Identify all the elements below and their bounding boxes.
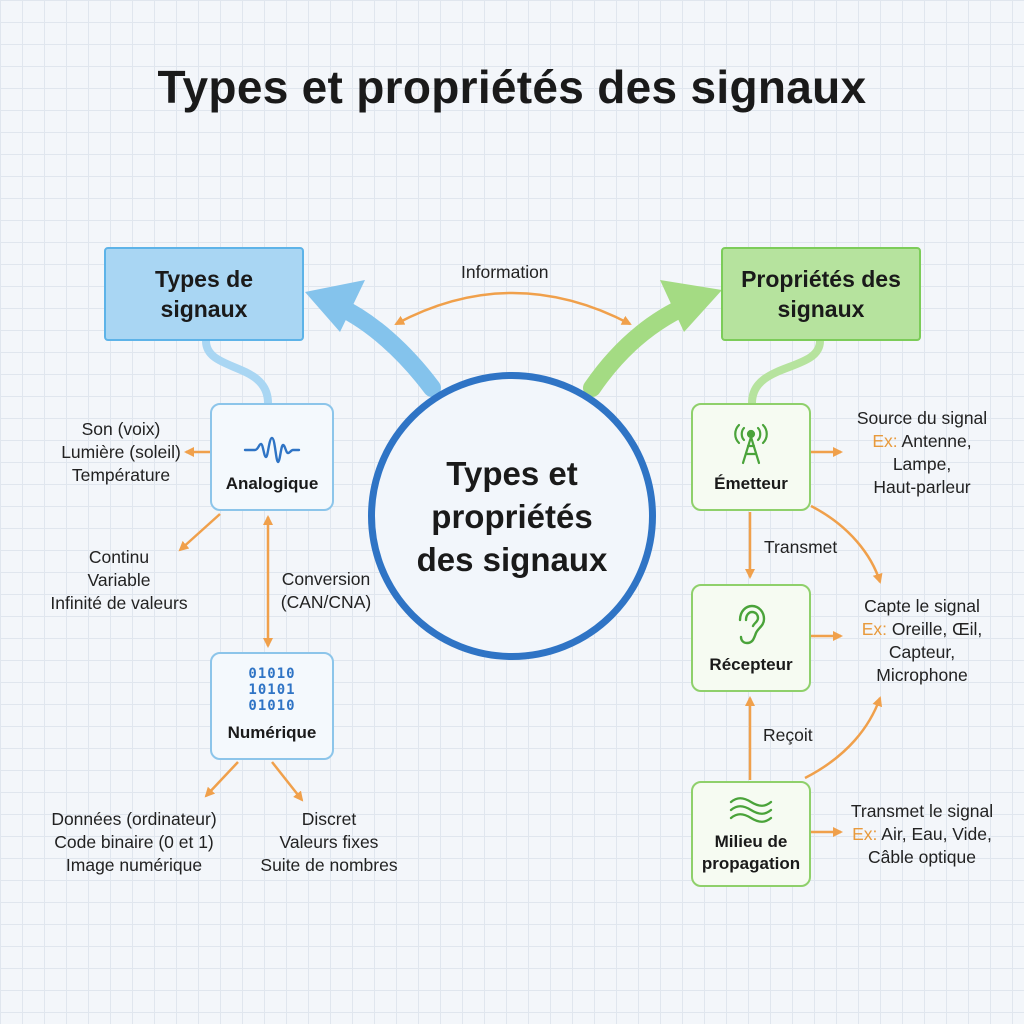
types-big-arrow (329, 297, 441, 397)
analog-examples: Son (voix) Lumière (soleil) Température (36, 418, 206, 487)
information-arrow (394, 291, 632, 326)
emitter-node: Émetteur (691, 403, 811, 511)
ear-icon (738, 604, 766, 645)
transmit-label: Transmet (764, 537, 838, 557)
medium-label: Milieu de propagation (701, 832, 801, 873)
digital-examples: Données (ordinateur) Code binaire (0 et … (36, 808, 232, 877)
digital-node: 01010 10101 01010 Numérique (210, 652, 334, 760)
emitter-example-more: Haut-parleur (873, 477, 971, 497)
emitter-ex-rest: Antenne, (897, 431, 972, 451)
binary-row: 10101 (248, 682, 296, 698)
waveform-icon (243, 436, 301, 464)
binary-row: 01010 (248, 666, 296, 682)
information-label: Information (461, 262, 549, 282)
analog-property: Variable (87, 570, 151, 590)
receiver-ex-prefix: Ex: (861, 619, 887, 639)
props-big-arrowhead (660, 280, 722, 332)
waves-icon (729, 797, 773, 823)
antenna-icon (734, 423, 768, 465)
medium-ex-prefix: Ex: (852, 824, 878, 844)
digital-example: Code binaire (0 et 1) (54, 832, 214, 852)
props-tube (748, 340, 824, 404)
analog-property: Infinité de valeurs (50, 593, 188, 613)
receiver-desc: Capte le signal (864, 596, 980, 616)
medium-ex-rest: Air, Eau, Vide, (877, 824, 992, 844)
conversion-line: (CAN/CNA) (280, 592, 372, 612)
types-tube (202, 340, 272, 404)
receive-label: Reçoit (763, 725, 813, 745)
digital-example: Image numérique (65, 855, 203, 875)
types-header: Types de signaux (104, 247, 304, 341)
analog-properties: Continu Variable Infinité de valeurs (34, 546, 204, 615)
digital-examples-arrow (204, 761, 239, 798)
receiver-example-line: Ex: Oreille, Œil, (836, 618, 1008, 641)
analog-example: Température (71, 465, 171, 485)
conversion-label: Conversion (CAN/CNA) (274, 568, 378, 614)
types-big-arrowhead (305, 280, 365, 332)
emitter-to-capte-arrow (810, 504, 883, 584)
props-header: Propriétés des signaux (721, 247, 921, 341)
emitter-label: Émetteur (714, 474, 788, 493)
medium-node: Milieu de propagation (691, 781, 811, 887)
analog-props-arrow (178, 513, 221, 552)
digital-property: Suite de nombres (260, 855, 398, 875)
center-circle: Types et propriétés des signaux (368, 372, 656, 660)
receiver-node: Récepteur (691, 584, 811, 692)
emitter-example-more: Lampe, (892, 454, 952, 474)
receiver-ex-rest: Oreille, Œil, (887, 619, 983, 639)
binary-icon: 01010 10101 01010 (248, 666, 295, 714)
analog-example: Son (voix) (81, 419, 161, 439)
emitter-ex-prefix: Ex: (872, 431, 898, 451)
digital-props-arrow (271, 761, 304, 802)
conversion-line: Conversion (281, 569, 371, 589)
emitter-description: Source du signal Ex: Antenne, Lampe, Hau… (836, 407, 1008, 499)
medium-example-line: Ex: Air, Eau, Vide, (836, 823, 1008, 846)
medium-desc: Transmet le signal (850, 801, 994, 821)
analog-label: Analogique (225, 474, 319, 493)
digital-label: Numérique (227, 723, 317, 742)
digital-property: Discret (301, 809, 357, 829)
emitter-example-line: Ex: Antenne, (836, 430, 1008, 453)
page-title: Types et propriétés des signaux (157, 61, 867, 113)
analog-example: Lumière (soleil) (61, 442, 181, 462)
binary-row: 01010 (248, 698, 296, 714)
receiver-label: Récepteur (709, 655, 793, 674)
receiver-example-more: Microphone (876, 665, 968, 685)
receiver-example-more: Capteur, (888, 642, 956, 662)
analog-property: Continu (88, 547, 150, 567)
emitter-desc: Source du signal (856, 408, 988, 428)
receiver-description: Capte le signal Ex: Oreille, Œil, Capteu… (836, 595, 1008, 687)
medium-example-more: Câble optique (868, 847, 976, 867)
medium-description: Transmet le signal Ex: Air, Eau, Vide, C… (836, 800, 1008, 869)
digital-properties: Discret Valeurs fixes Suite de nombres (248, 808, 410, 877)
digital-example: Données (ordinateur) (51, 809, 217, 829)
analog-node: Analogique (210, 403, 334, 511)
digital-property: Valeurs fixes (279, 832, 379, 852)
props-big-arrow (583, 296, 697, 397)
medium-to-capte-arrow (804, 696, 883, 780)
